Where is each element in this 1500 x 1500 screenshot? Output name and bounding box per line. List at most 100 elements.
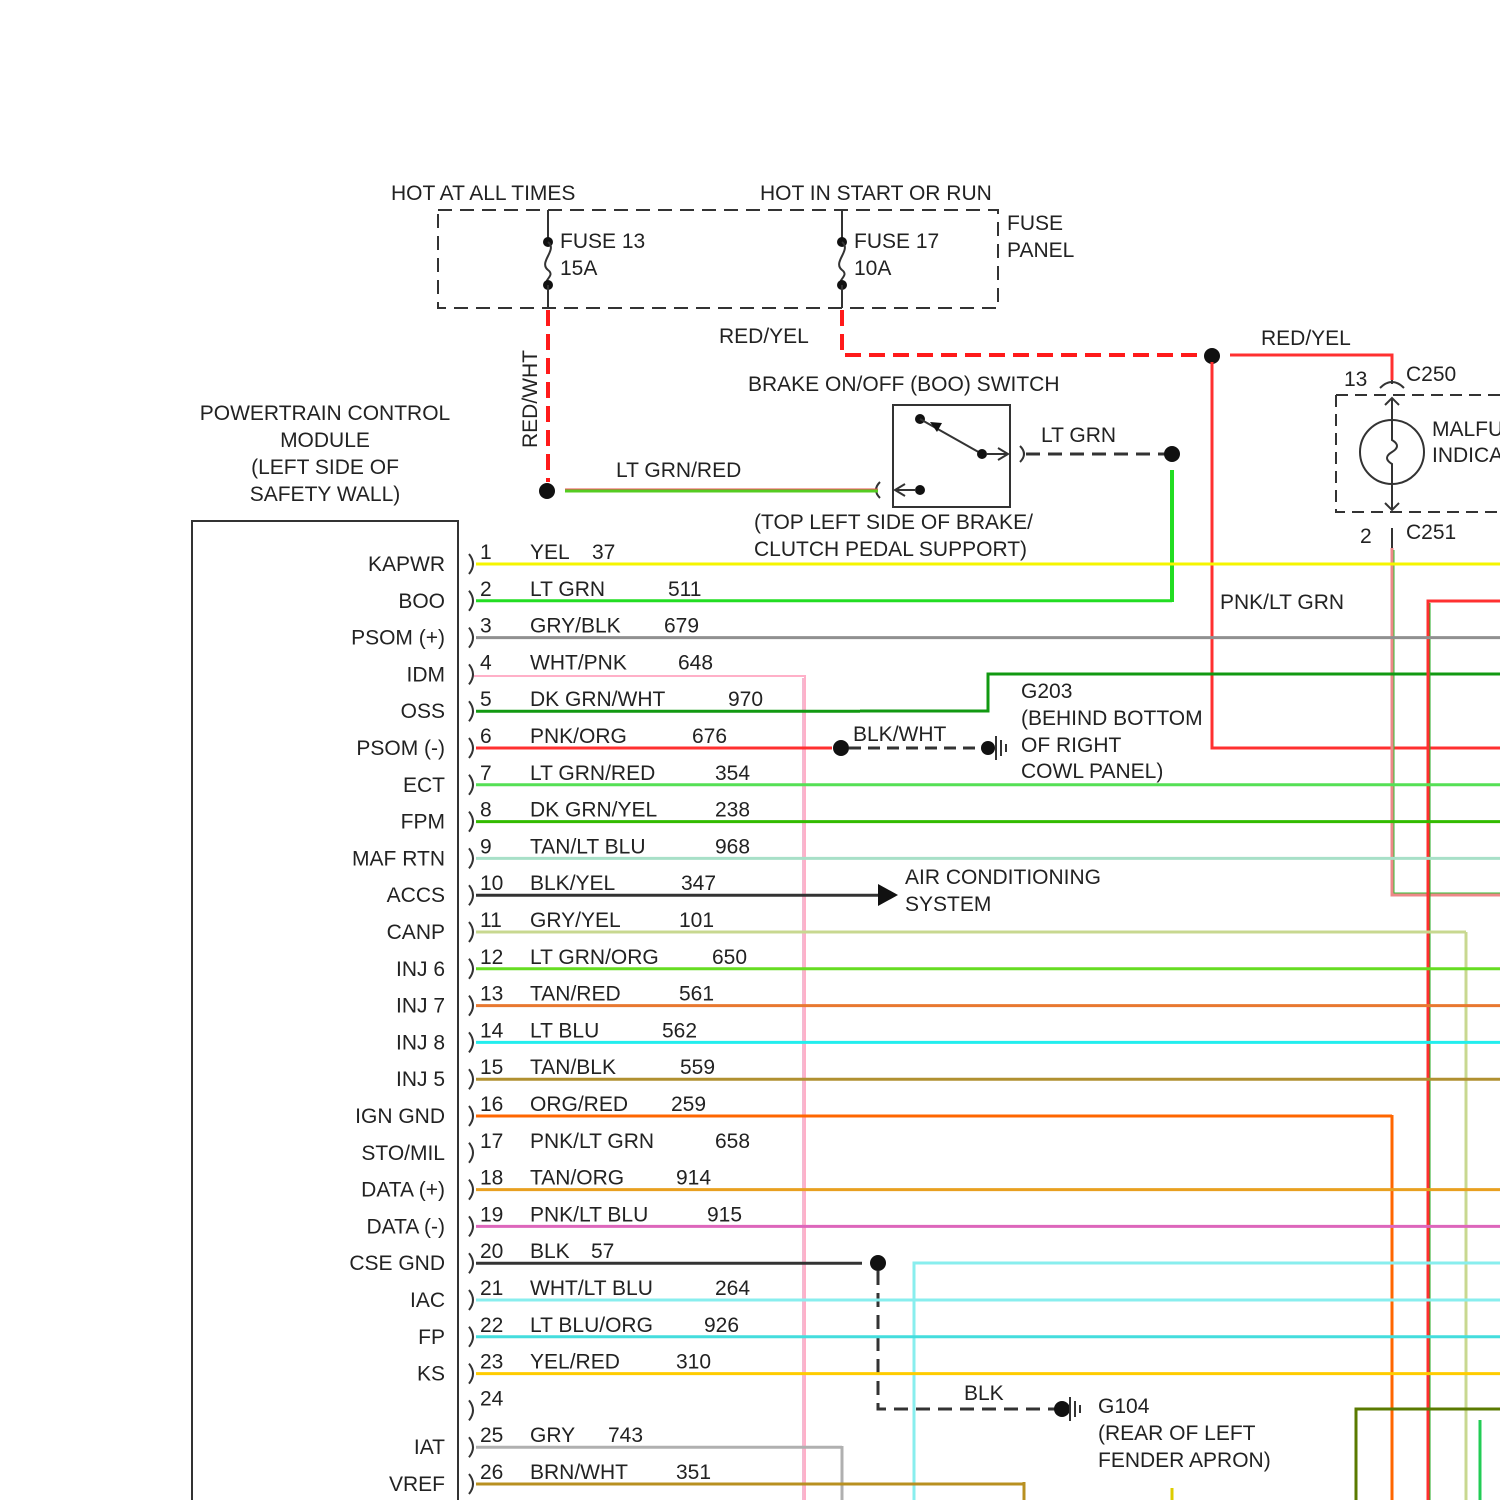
wire-color-label: TAN/ORG [530, 1167, 624, 1190]
wire-color-label: LT BLU [530, 1019, 599, 1042]
hot-in-start-or-run-label: HOT IN START OR RUN [760, 182, 992, 205]
circuit-number: 970 [728, 688, 763, 711]
circuit-number: 347 [681, 872, 716, 895]
ac-arrow [878, 884, 898, 906]
pin-number: 12 [480, 946, 503, 969]
pin-connector-icon [469, 1032, 473, 1052]
pin-connector-icon [469, 885, 473, 905]
pin-number: 4 [480, 651, 492, 674]
circuit-number: 650 [712, 946, 747, 969]
pcm-signal-label: PSOM (+) [351, 627, 445, 650]
splice-point [1164, 446, 1180, 462]
fuse-13-name: FUSE 13 [560, 230, 645, 253]
pcm-signal-label: INJ 5 [396, 1068, 445, 1091]
pcm-signal-label: IDM [407, 663, 446, 686]
pin-connector-icon [469, 922, 473, 942]
circuit-number: 743 [608, 1424, 643, 1447]
wire-color-label: TAN/LT BLU [530, 835, 646, 858]
ac-system-label-2: SYSTEM [905, 893, 991, 916]
pcm-signal-label: PSOM (-) [356, 737, 445, 760]
pin-connector-icon [469, 738, 473, 758]
wire-color-label: LT GRN [530, 578, 605, 601]
circuit-number: 926 [704, 1314, 739, 1337]
pcm-signal-label: FP [418, 1326, 445, 1349]
pin-number: 24 [480, 1387, 504, 1410]
circuit-number: 648 [678, 651, 713, 674]
pin-number: 6 [480, 725, 492, 748]
pin-connector-icon [469, 1437, 473, 1457]
g203-location: (BEHIND BOTTOM [1021, 707, 1203, 730]
wire-color-label: GRY/YEL [530, 909, 621, 932]
pin-connector-icon [469, 1216, 473, 1236]
brake-on-off-switch [876, 405, 1024, 507]
wire-color-label: PNK/ORG [530, 725, 627, 748]
pin-connector-icon [469, 812, 473, 832]
mil-pin-bottom: 2 [1360, 525, 1372, 548]
mil-label: MALFU [1432, 418, 1500, 441]
wire-routing [474, 601, 1500, 1500]
pcm-signal-label: DATA (-) [366, 1215, 445, 1238]
pcm-signal-label: ECT [403, 774, 445, 797]
pin-number: 3 [480, 615, 492, 638]
boo-switch-title: BRAKE ON/OFF (BOO) SWITCH [748, 373, 1060, 396]
wire-color-label: WHT/LT BLU [530, 1277, 653, 1300]
pin-number: 11 [480, 909, 502, 932]
pcm-signal-label: STO/MIL [361, 1142, 445, 1165]
wire-color-label: LT GRN/ORG [530, 946, 659, 969]
pin-connector-icon [469, 848, 473, 868]
wire-color-label: LT GRN/RED [530, 762, 655, 785]
lt-grn-wire-label: LT GRN [1041, 424, 1116, 447]
circuit-number: 676 [692, 725, 727, 748]
pin-connector-icon [469, 1143, 473, 1163]
pin-number: 20 [480, 1240, 503, 1263]
pin-number: 16 [480, 1093, 503, 1116]
wire-color-label: BLK/YEL [530, 872, 615, 895]
pin-connector-icon [469, 1253, 473, 1273]
circuit-number: 264 [715, 1277, 750, 1300]
lt-grn-red-wire-label: LT GRN/RED [616, 459, 741, 482]
fuse-panel: HOT AT ALL TIMES HOT IN START OR RUN FUS… [391, 182, 1074, 308]
wire-color-label: DK GRN/WHT [530, 688, 665, 711]
wire-color-label: DK GRN/YEL [530, 799, 657, 822]
pin-number: 26 [480, 1461, 503, 1484]
wire-color-label: BRN/WHT [530, 1461, 628, 1484]
blk-wht-wire-label: BLK/WHT [853, 723, 947, 746]
pcm-signal-label: KAPWR [368, 553, 445, 576]
wire-color-label: YEL/RED [530, 1351, 620, 1374]
wire-color-label: TAN/RED [530, 983, 621, 1006]
g104-name: G104 [1098, 1395, 1150, 1418]
red-yel-wire-label: RED/YEL [719, 325, 809, 348]
circuit-number: 37 [592, 541, 615, 564]
circuit-number: 354 [715, 762, 750, 785]
circuit-number: 559 [680, 1056, 715, 1079]
pcm-signal-label: KS [417, 1363, 445, 1386]
wire-color-label: WHT/PNK [530, 651, 627, 674]
pnk-lt-grn-wire-label: PNK/LT GRN [1220, 591, 1344, 614]
pin-number: 17 [480, 1130, 503, 1153]
fuse-panel-label: FUSE [1007, 212, 1063, 235]
pin-connector-icon [469, 628, 473, 648]
fuse-17 [837, 210, 847, 308]
pin-connector-icon [469, 1364, 473, 1384]
mil-label-2: INDICA [1432, 444, 1500, 467]
circuit-number: 259 [671, 1093, 706, 1116]
pin-number: 19 [480, 1203, 503, 1226]
pcm-signal-label: IAC [410, 1289, 445, 1312]
circuit-number: 351 [676, 1461, 711, 1484]
g203-location-3: COWL PANEL) [1021, 760, 1163, 783]
pin-connector-icon [469, 1400, 473, 1420]
blk-wire-label: BLK [964, 1382, 1004, 1405]
g203-name: G203 [1021, 680, 1072, 703]
circuit-number: 914 [676, 1167, 711, 1190]
pin-connector-icon [469, 1069, 473, 1089]
splice-point [1204, 348, 1220, 364]
pcm-signal-label: INJ 6 [396, 958, 445, 981]
circuit-number: 968 [715, 835, 750, 858]
wire-color-label: BLK [530, 1240, 570, 1263]
pcm-location: (LEFT SIDE OF [251, 456, 399, 479]
pcm-signal-label: MAF RTN [352, 847, 445, 870]
c251-connector-label: C251 [1406, 521, 1456, 544]
fuse-17-rating: 10A [854, 257, 891, 280]
